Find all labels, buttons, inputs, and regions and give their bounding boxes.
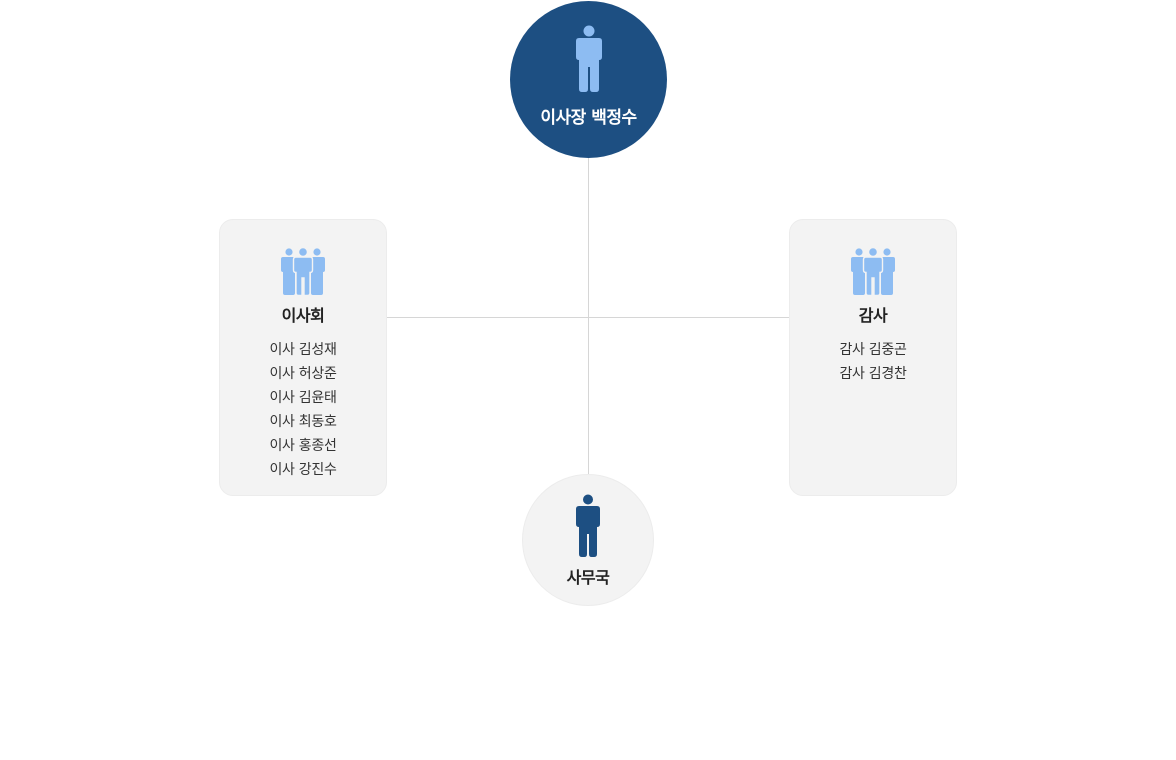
audit-member: 감사 김중곤 [839, 342, 907, 358]
chairman-title: 이사장 백정수 [540, 108, 637, 128]
person-icon [523, 494, 653, 558]
board-member: 이사 김윤태 [269, 390, 337, 406]
board-member: 이사 김성재 [269, 342, 337, 358]
board-member: 이사 최동호 [269, 414, 337, 430]
office-node: 사무국 [522, 474, 654, 606]
board-title: 이사회 [281, 306, 325, 325]
person-icon [510, 25, 667, 93]
horizontal-connector-line [386, 317, 790, 318]
board-member-list: 이사 김성재 이사 허상준 이사 김윤태 이사 최동호 이사 홍종선 이사 강진… [220, 338, 386, 482]
audit-member: 감사 김경찬 [839, 366, 907, 382]
audit-title: 감사 [858, 306, 888, 325]
group-icon [220, 248, 386, 296]
office-title: 사무국 [566, 568, 610, 587]
board-member: 이사 허상준 [269, 366, 337, 382]
group-icon [790, 248, 956, 296]
audit-member-list: 감사 김중곤 감사 김경찬 [790, 338, 956, 386]
chairman-node: 이사장 백정수 [510, 1, 667, 158]
board-member: 이사 홍종선 [269, 438, 337, 454]
audit-box: 감사 감사 김중곤 감사 김경찬 [789, 219, 957, 496]
board-box: 이사회 이사 김성재 이사 허상준 이사 김윤태 이사 최동호 이사 홍종선 이… [219, 219, 387, 496]
vertical-connector-line [588, 150, 589, 480]
board-member: 이사 강진수 [269, 462, 337, 478]
